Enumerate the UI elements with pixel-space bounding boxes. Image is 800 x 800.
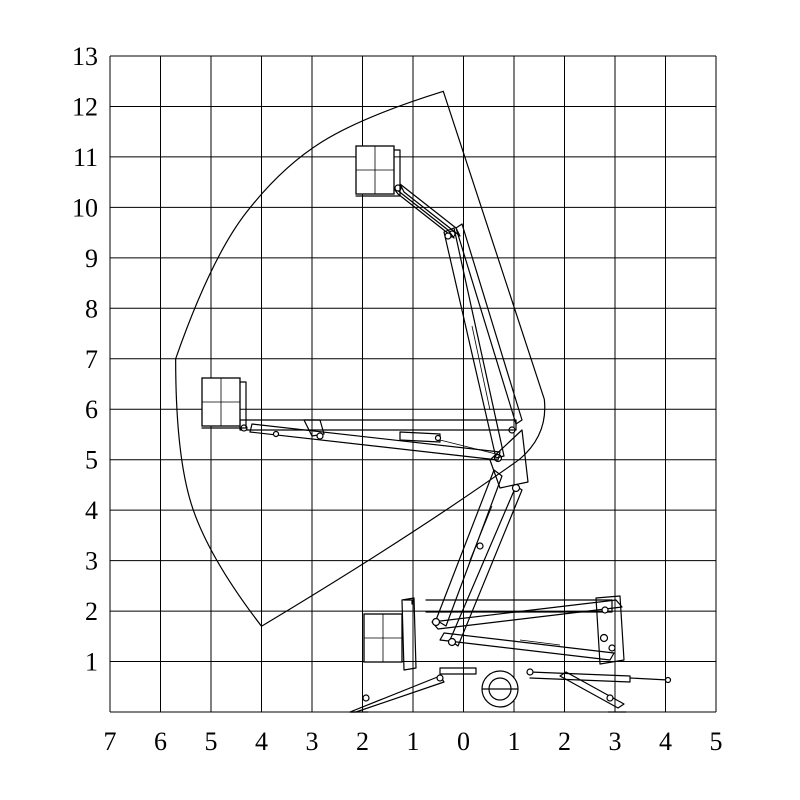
stowed-boom [425, 595, 625, 665]
working-envelope-outline [175, 90, 546, 627]
y-tick-label: 11 [73, 143, 98, 172]
y-tick-label: 12 [72, 92, 98, 121]
y-tick-label: 6 [85, 395, 98, 424]
chassis [349, 667, 672, 713]
grid [109, 55, 717, 713]
y-tick-label: 5 [85, 446, 98, 475]
y-tick-label: 3 [85, 547, 98, 576]
horizontal-boom [239, 419, 517, 461]
x-tick-label: 5 [205, 727, 218, 756]
y-tick-label: 2 [85, 597, 98, 626]
x-tick-label: 5 [710, 727, 723, 756]
y-tick-label: 4 [85, 496, 98, 525]
x-tick-label: 4 [255, 727, 268, 756]
upper-boom [391, 183, 523, 459]
x-tick-label: 1 [407, 727, 420, 756]
y-tick-label: 9 [85, 244, 98, 273]
x-tick-label: 6 [154, 727, 167, 756]
x-tick-label: 4 [659, 727, 672, 756]
basket-stowed [363, 597, 417, 671]
basket-left [201, 377, 247, 429]
x-tick-label: 2 [356, 727, 369, 756]
x-tick-label: 0 [457, 727, 470, 756]
y-tick-label: 13 [72, 42, 98, 71]
y-tick-label: 10 [72, 193, 98, 222]
y-tick-label: 1 [85, 648, 98, 677]
x-tick-label: 1 [508, 727, 521, 756]
x-tick-label: 7 [104, 727, 117, 756]
x-tick-label: 2 [558, 727, 571, 756]
y-tick-label: 7 [85, 345, 98, 374]
x-axis-tick-labels: 7 6 5 4 3 2 1 0 1 2 3 4 5 [104, 727, 723, 756]
x-tick-label: 3 [306, 727, 319, 756]
x-tick-label: 3 [609, 727, 622, 756]
y-tick-label: 8 [85, 294, 98, 323]
lower-mast [431, 426, 529, 647]
basket-top [355, 145, 401, 197]
